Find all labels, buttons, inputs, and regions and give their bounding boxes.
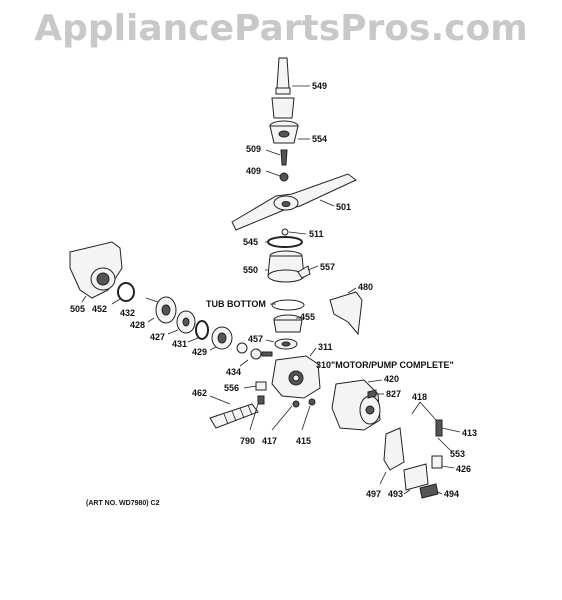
part-545-ring[interactable] bbox=[267, 236, 303, 248]
part-556-fitting[interactable] bbox=[255, 381, 267, 391]
part-417-screw[interactable] bbox=[292, 400, 300, 408]
label-827: 827 bbox=[386, 389, 401, 399]
part-311-pump-housing[interactable] bbox=[271, 355, 321, 399]
label-462: 462 bbox=[192, 388, 207, 398]
label-415: 415 bbox=[296, 436, 311, 446]
label-505: 505 bbox=[70, 304, 85, 314]
part-409-nut[interactable] bbox=[279, 172, 289, 182]
part-509-screw[interactable] bbox=[280, 149, 288, 166]
label-tub-bottom: TUB BOTTOM bbox=[206, 299, 266, 309]
label-429: 429 bbox=[192, 347, 207, 357]
label-554: 554 bbox=[312, 134, 327, 144]
part-790-screw[interactable] bbox=[257, 395, 265, 405]
label-418: 418 bbox=[412, 392, 427, 402]
label-431: 431 bbox=[172, 339, 187, 349]
label-509: 509 bbox=[246, 144, 261, 154]
part-455-sump-gasket[interactable] bbox=[273, 314, 303, 333]
label-549: 549 bbox=[312, 81, 327, 91]
part-511-clip[interactable] bbox=[281, 228, 289, 236]
part-457-seal[interactable] bbox=[274, 338, 298, 350]
part-427-seal[interactable] bbox=[176, 310, 196, 334]
label-480: 480 bbox=[358, 282, 373, 292]
part-505-filter-housing[interactable] bbox=[69, 241, 123, 299]
part-493-solenoid[interactable] bbox=[403, 463, 429, 491]
art-number: (ART NO. WD7980) C2 bbox=[86, 500, 160, 507]
label-413: 413 bbox=[462, 428, 477, 438]
part-tub-bottom-ring bbox=[271, 299, 305, 311]
part-431-ring[interactable] bbox=[195, 320, 209, 340]
label-557: 557 bbox=[320, 262, 335, 272]
label-493: 493 bbox=[388, 489, 403, 499]
label-motor-pump-complete: 310"MOTOR/PUMP COMPLETE" bbox=[316, 360, 454, 370]
part-497-bracket[interactable] bbox=[383, 427, 405, 471]
label-497: 497 bbox=[366, 489, 381, 499]
part-310-motor[interactable] bbox=[331, 379, 381, 431]
part-554-bearing[interactable] bbox=[269, 120, 299, 144]
label-511: 511 bbox=[309, 229, 324, 239]
label-501: 501 bbox=[336, 202, 351, 212]
watermark: AppliancePartsPros.com bbox=[34, 8, 528, 49]
label-409: 409 bbox=[246, 166, 261, 176]
part-494-cap[interactable] bbox=[419, 483, 439, 499]
label-427: 427 bbox=[150, 332, 165, 342]
label-428: 428 bbox=[130, 320, 145, 330]
part-501-spray-arm[interactable] bbox=[231, 173, 357, 231]
label-455: 455 bbox=[300, 312, 315, 322]
part-415-screw[interactable] bbox=[308, 398, 316, 406]
part-462-drain-hose[interactable] bbox=[209, 403, 259, 429]
label-556: 556 bbox=[224, 383, 239, 393]
part-827-clip[interactable] bbox=[367, 389, 377, 399]
label-553: 553 bbox=[450, 449, 465, 459]
part-418-bracket[interactable] bbox=[411, 401, 437, 421]
label-311: 311 bbox=[318, 342, 333, 352]
part-549-nozzle[interactable] bbox=[271, 57, 295, 119]
label-432: 432 bbox=[120, 308, 135, 318]
part-429-housing[interactable] bbox=[211, 326, 233, 350]
label-420: 420 bbox=[384, 374, 399, 384]
label-550: 550 bbox=[243, 265, 258, 275]
label-545: 545 bbox=[243, 237, 258, 247]
part-480-shield[interactable] bbox=[329, 291, 363, 336]
part-553-spring[interactable] bbox=[435, 419, 443, 437]
label-434: 434 bbox=[226, 367, 241, 377]
part-452-clamp[interactable] bbox=[117, 282, 135, 302]
part-426-switch[interactable] bbox=[431, 455, 443, 469]
part-428-impeller[interactable] bbox=[155, 296, 177, 324]
part-557-check-valve[interactable] bbox=[297, 265, 311, 279]
label-426: 426 bbox=[456, 464, 471, 474]
label-494: 494 bbox=[444, 489, 459, 499]
label-457: 457 bbox=[248, 334, 263, 344]
label-417: 417 bbox=[262, 436, 277, 446]
label-790: 790 bbox=[240, 436, 255, 446]
part-434-bolt[interactable] bbox=[236, 342, 273, 360]
part-550-manifold[interactable] bbox=[267, 250, 305, 283]
label-452: 452 bbox=[92, 304, 107, 314]
part-432-wire[interactable] bbox=[145, 297, 159, 303]
